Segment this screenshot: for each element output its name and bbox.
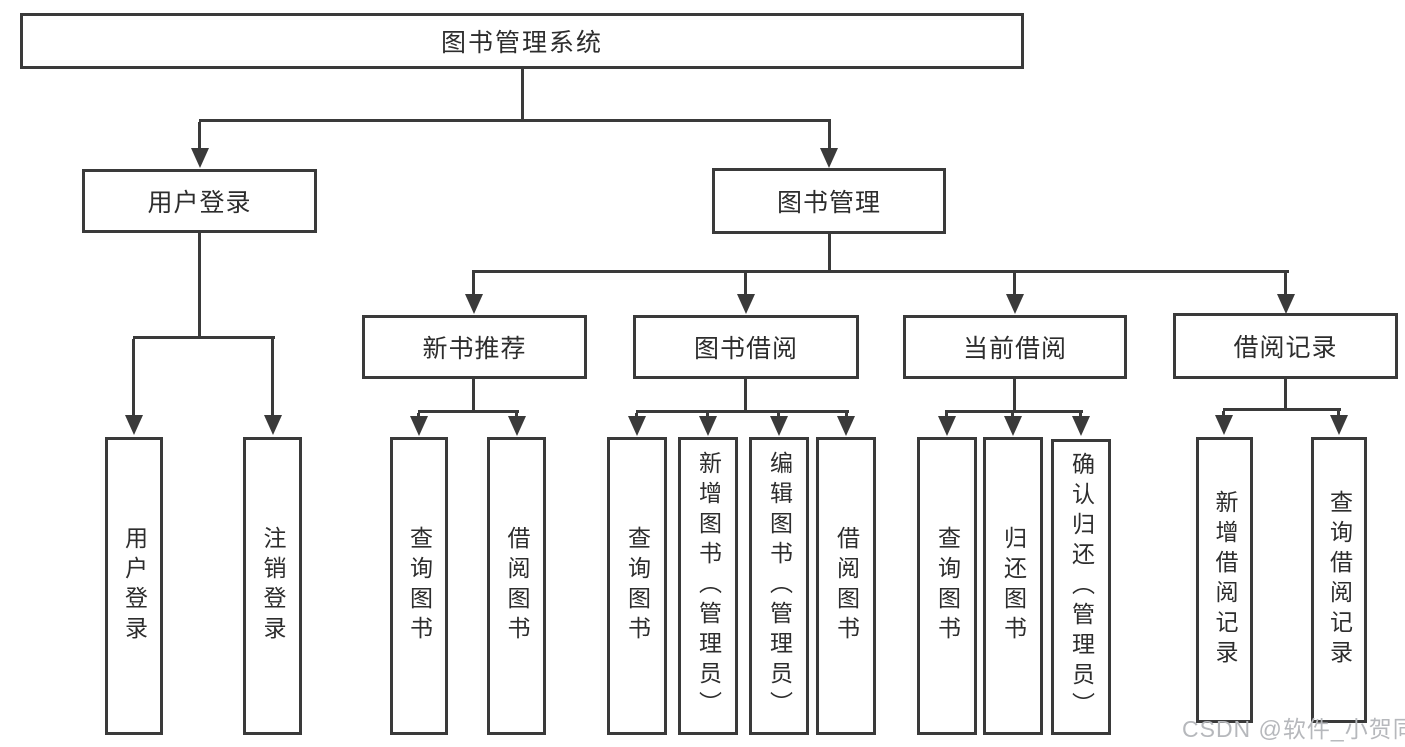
connector-line [828,122,831,150]
leaf-bb-edit-book-admin-label: 编辑图书（管理员） [766,451,793,721]
leaf-bb-add-book-admin-label: 新增图书（管理员） [695,451,722,721]
node-user-login: 用户登录 [82,169,317,233]
leaf-rec-borrow-book-label: 借阅图书 [504,526,530,646]
leaf-br-query-record: 查询借阅记录 [1311,437,1367,723]
connector-line [636,410,849,413]
leaf-rec-query-book: 查询图书 [390,437,448,735]
leaf-bb-query-book: 查询图书 [607,437,667,735]
leaf-rec-query-book-label: 查询图书 [406,526,433,646]
node-book-management-label: 图书管理 [776,189,881,217]
node-borrow-records-label: 借阅记录 [1233,334,1338,362]
arrowhead-down [770,416,788,436]
leaf-cb-query-book-label: 查询图书 [934,526,961,646]
node-root-system: 图书管理系统 [20,13,1024,69]
connector-line [521,69,524,122]
leaf-cb-query-book: 查询图书 [917,437,977,735]
leaf-bb-add-book-admin: 新增图书（管理员） [678,437,738,735]
connector-line [1013,379,1016,413]
connector-line [198,233,201,339]
arrowhead-down [820,148,838,168]
leaf-br-add-record: 新增借阅记录 [1196,437,1253,723]
leaf-cb-return-book-label: 归还图书 [1000,526,1027,646]
arrowhead-down [410,416,428,436]
arrowhead-down [938,416,956,436]
arrowhead-down [1215,415,1233,435]
connector-line [271,339,274,417]
leaf-bb-query-book-label: 查询图书 [624,526,651,646]
arrowhead-down [1004,416,1022,436]
arrowhead-down [465,294,483,314]
connector-line [1222,411,1225,417]
leaf-bb-borrow-book: 借阅图书 [816,437,876,735]
connector-line [945,410,1083,413]
connector-line [199,119,831,122]
leaf-bb-borrow-book-label: 借阅图书 [833,526,860,646]
node-current-borrow: 当前借阅 [903,315,1127,379]
node-borrow-records: 借阅记录 [1173,313,1398,379]
connector-line [418,410,519,413]
arrowhead-down [508,416,526,436]
leaf-br-query-record-label: 查询借阅记录 [1326,490,1353,670]
connector-line [1013,273,1016,296]
arrowhead-down [628,416,646,436]
arrowhead-down [1277,294,1295,314]
leaf-cb-confirm-return-admin-label: 确认归还（管理员） [1068,452,1095,722]
arrowhead-down [1330,415,1348,435]
connector-line [1337,411,1340,417]
connector-line [133,336,275,339]
connector-line [132,339,135,417]
arrowhead-down [1072,416,1090,436]
node-book-borrow-label: 图书借阅 [693,335,798,363]
leaf-user-login-label: 用户登录 [121,526,148,646]
node-new-book-recommend: 新书推荐 [362,315,587,379]
arrowhead-down [125,415,143,435]
arrowhead-down [1006,294,1024,314]
node-root-label: 图书管理系统 [440,29,603,57]
leaf-logout-label: 注销登录 [260,526,286,646]
csdn-watermark: CSDN @软件_小贺同学 [1182,716,1405,742]
connector-line [472,379,475,413]
leaf-logout: 注销登录 [243,437,302,735]
leaf-cb-confirm-return-admin: 确认归还（管理员） [1051,439,1111,735]
connector-line [744,273,747,296]
node-book-management: 图书管理 [712,168,946,234]
connector-line [472,270,1289,273]
leaf-br-add-record-label: 新增借阅记录 [1212,490,1238,670]
leaf-bb-edit-book-admin: 编辑图书（管理员） [749,437,809,735]
connector-line [1284,273,1287,296]
arrowhead-down [264,415,282,435]
connector-line [198,122,201,150]
leaf-user-login: 用户登录 [105,437,163,735]
connector-line [828,234,831,273]
connector-line [1223,408,1341,411]
arrowhead-down [837,416,855,436]
arrowhead-down [699,416,717,436]
node-user-login-label: 用户登录 [147,189,252,217]
connector-line [1284,379,1287,410]
node-book-borrow: 图书借阅 [633,315,859,379]
node-new-book-recommend-label: 新书推荐 [422,335,527,363]
node-current-borrow-label: 当前借阅 [962,335,1067,363]
connector-line [472,273,475,296]
arrowhead-down [737,294,755,314]
connector-line [744,379,747,413]
arrowhead-down [191,148,209,168]
leaf-rec-borrow-book: 借阅图书 [487,437,546,735]
leaf-cb-return-book: 归还图书 [983,437,1043,735]
